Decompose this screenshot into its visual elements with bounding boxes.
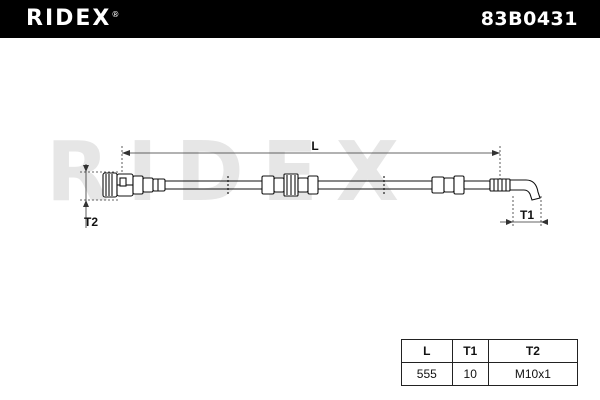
specs-value-row: 555 10 M10x1: [401, 362, 579, 386]
hose-segment-left: [165, 180, 262, 190]
specs-header-l: L: [401, 339, 453, 363]
specs-header-row: L T1 T2: [401, 339, 579, 363]
specs-header-t1: T1: [451, 339, 489, 363]
header-bar: RIDEX® 83B0431: [0, 0, 600, 38]
dimension-t1-arrow-right: [541, 219, 548, 225]
hose-right-collar: [431, 176, 445, 194]
brand-name: RIDEX: [26, 6, 112, 31]
dimension-t2-arrow-bottom: [83, 200, 89, 207]
hose-right-nut: [489, 178, 511, 192]
dimension-t2-arrow-top: [83, 165, 89, 172]
hose-left-collar: [132, 175, 144, 195]
dimension-l-arrow-right: [492, 150, 500, 156]
hose-middle-collar: [261, 175, 275, 195]
specs-value-t2: M10x1: [487, 362, 579, 386]
dimension-l: [121, 146, 501, 182]
brake-hose: [102, 172, 541, 201]
specs-value-t1: 10: [451, 362, 489, 386]
brand-logo: RIDEX®: [26, 6, 119, 31]
dimension-t1-arrow-left: [506, 219, 513, 225]
hose-segment-right: [318, 180, 432, 190]
dimension-t2-label: T2: [84, 215, 98, 229]
hose-right-tube: [463, 180, 491, 190]
registered-mark: ®: [111, 10, 120, 19]
dimension-t2: [80, 164, 118, 228]
part-number: 83B0431: [480, 8, 578, 30]
dimension-t1-label: T1: [520, 208, 534, 222]
specs-value-l: 555: [401, 362, 453, 386]
specs-header-t2: T2: [487, 339, 579, 363]
dimension-l-label: L: [311, 139, 318, 153]
specs-table: L T1 T2 555 10 M10x1: [401, 339, 579, 386]
dimension-l-arrow-left: [122, 150, 130, 156]
hose-left-fitting: [102, 172, 118, 198]
hose-right-bent-end: [509, 179, 541, 201]
